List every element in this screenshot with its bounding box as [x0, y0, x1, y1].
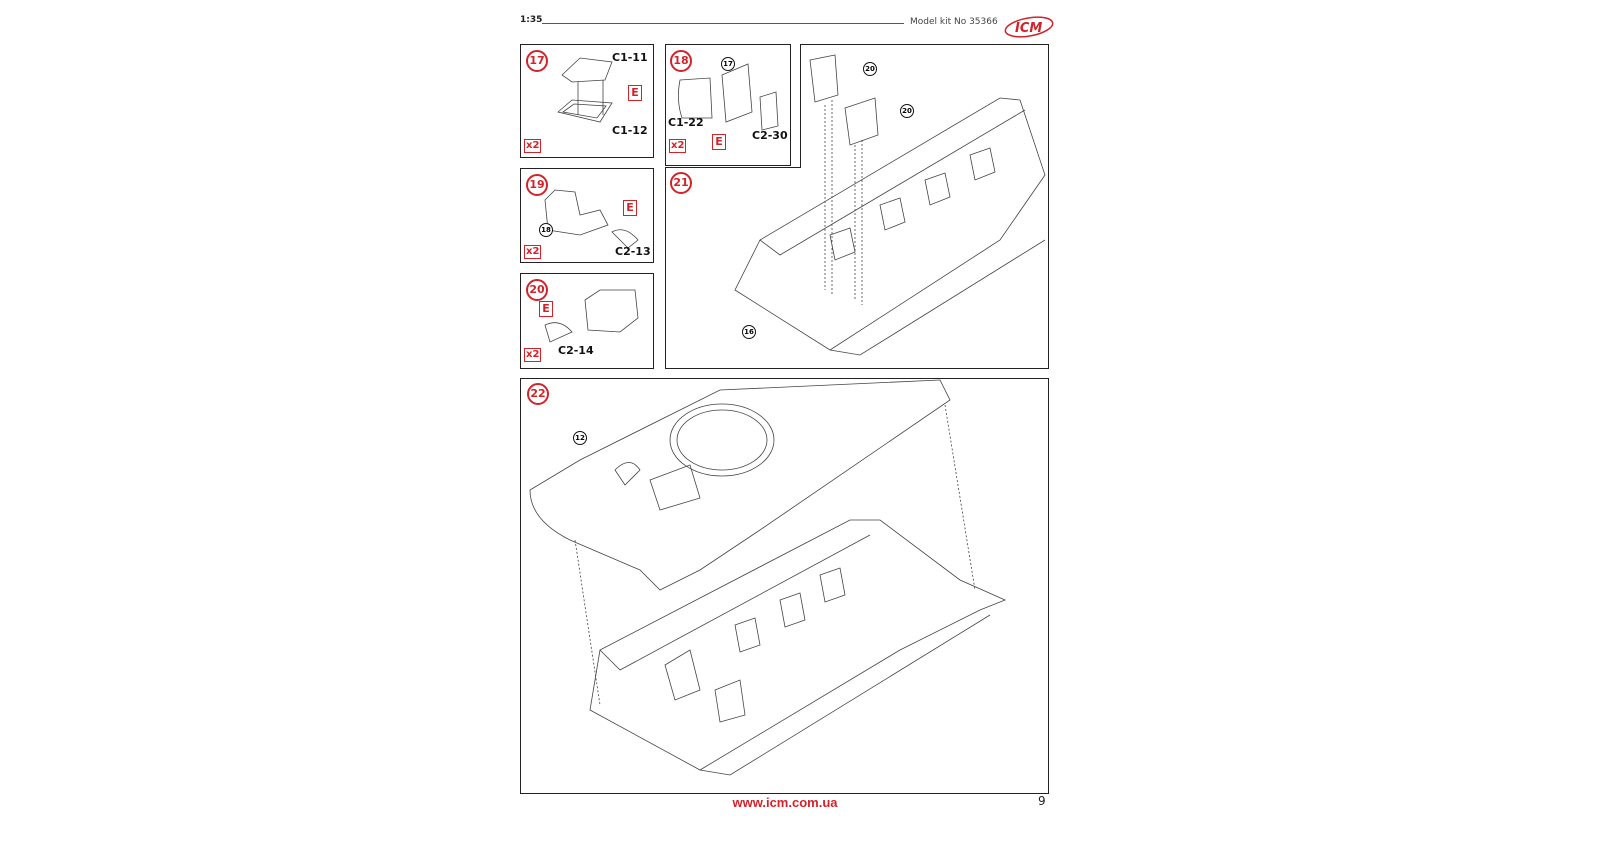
ref-step-circle: 16 — [742, 325, 756, 339]
step-19-number: 19 — [526, 174, 548, 196]
kit-number: Model kit No 35366 — [910, 17, 998, 27]
glue-e-badge: E — [539, 301, 553, 317]
step-20-number: 20 — [526, 279, 548, 301]
ref-step-circle: 20 — [863, 62, 877, 76]
step-17-number: 17 — [526, 50, 548, 72]
part-label: C2-30 — [752, 129, 788, 142]
part-label: C2-13 — [615, 245, 651, 258]
step-18-number: 18 — [670, 50, 692, 72]
quantity-badge: x2 — [524, 348, 542, 362]
part-label: C2-14 — [558, 344, 594, 357]
glue-e-badge: E — [628, 85, 642, 101]
icm-logo: ICM — [1003, 14, 1055, 42]
glue-e-badge: E — [712, 134, 726, 150]
quantity-badge: x2 — [669, 139, 687, 153]
ref-step-circle: 17 — [721, 57, 735, 71]
ref-step-circle: 18 — [539, 223, 553, 237]
website-link[interactable]: www.icm.com.ua — [732, 795, 838, 810]
part-label: C1-12 — [612, 124, 648, 137]
header-rule — [542, 23, 904, 24]
part-label: C1-11 — [612, 51, 648, 64]
page-number: 9 — [1038, 794, 1046, 808]
ref-step-circle: 20 — [900, 104, 914, 118]
quantity-badge: x2 — [524, 139, 542, 153]
glue-e-badge: E — [623, 200, 637, 216]
step-21-number: 21 — [670, 172, 692, 194]
part-label: C1-22 — [668, 116, 704, 129]
scale-label: 1:35 — [520, 15, 543, 25]
ref-step-circle: 12 — [573, 431, 587, 445]
quantity-badge: x2 — [524, 245, 542, 259]
step-22-number: 22 — [527, 383, 549, 405]
svg-text:ICM: ICM — [1015, 21, 1042, 36]
